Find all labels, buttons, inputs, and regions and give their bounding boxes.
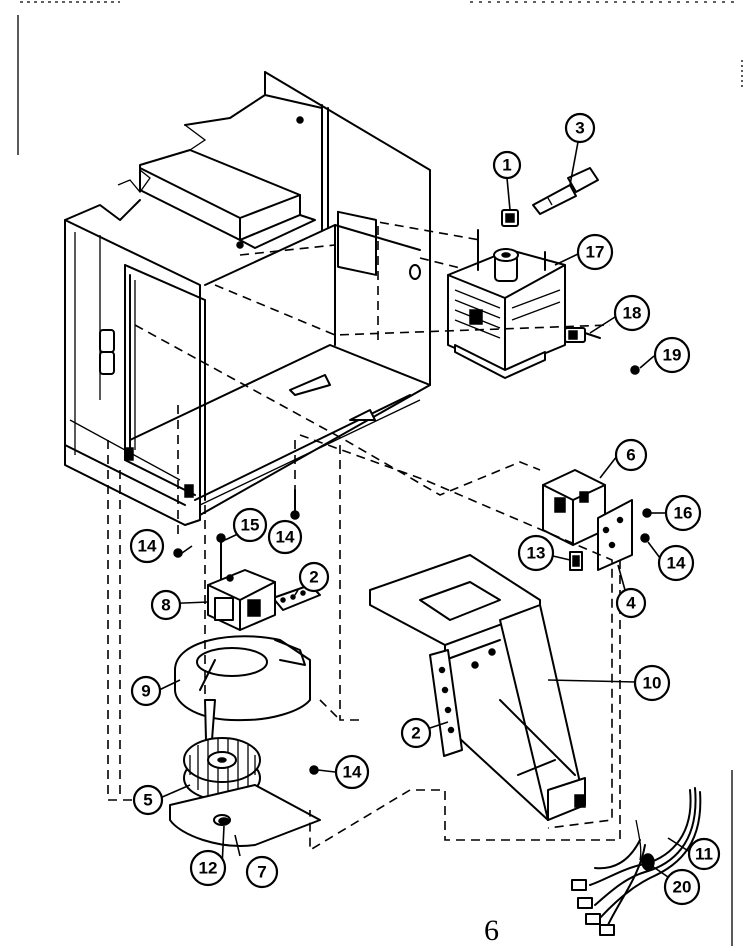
callout-label-10: 10	[643, 674, 662, 693]
callout-14-right: 14	[657, 544, 695, 582]
callout-label-19: 19	[663, 346, 682, 365]
part-18-thermal-cutout	[564, 327, 601, 343]
part-7-base-plate	[169, 784, 321, 847]
callout-11: 11	[687, 837, 721, 871]
callout-6: 6	[614, 438, 648, 472]
callout-5: 5	[132, 784, 164, 816]
callout-20: 20	[663, 868, 701, 906]
part-9-blower-housing	[174, 635, 311, 741]
part-19-screw	[630, 365, 640, 375]
callout-14-left: 14	[129, 528, 165, 564]
callout-label-14-right: 14	[667, 554, 686, 573]
part-17-magnetron	[447, 229, 566, 379]
callout-18: 18	[613, 294, 651, 332]
part-4-pcb	[597, 499, 633, 571]
callout-9: 9	[130, 675, 162, 707]
callout-label-20: 20	[673, 878, 692, 897]
callout-label-6: 6	[626, 446, 635, 465]
scan-edge-marks	[17, 1, 743, 946]
callout-16: 16	[664, 494, 702, 532]
callout-label-15: 15	[241, 516, 260, 535]
part-1-clip	[501, 209, 519, 227]
callout-label-5: 5	[143, 791, 152, 810]
callout-label-4: 4	[626, 594, 636, 613]
callout-label-14-lower: 14	[343, 763, 362, 782]
callout-14-center: 14	[267, 519, 303, 555]
callout-label-14-left: 14	[138, 537, 157, 556]
part-15-screw	[216, 533, 226, 581]
callout-label-18: 18	[623, 304, 642, 323]
callout-8: 8	[150, 589, 182, 621]
callout-label-9: 9	[141, 682, 150, 701]
callout-3: 3	[564, 112, 596, 144]
screws-right	[640, 508, 652, 543]
callout-2-lower: 2	[400, 717, 432, 749]
callout-14-lower: 14	[334, 754, 370, 790]
part-3-connector	[532, 167, 599, 215]
callout-label-2-upper: 2	[309, 568, 318, 587]
callout-4: 4	[615, 587, 647, 619]
callout-7: 7	[245, 855, 279, 889]
callout-15: 15	[232, 507, 268, 543]
callout-10: 10	[633, 664, 671, 702]
callout-label-13: 13	[527, 544, 546, 563]
callout-label-17: 17	[586, 243, 605, 262]
callout-13: 13	[517, 534, 555, 572]
chassis-frame	[64, 71, 431, 526]
callout-label-8: 8	[161, 596, 170, 615]
part-13-clip	[569, 551, 583, 571]
callout-label-11: 11	[695, 845, 713, 864]
callout-label-7: 7	[257, 863, 266, 882]
callout-label-3: 3	[575, 119, 584, 138]
callout-1: 1	[492, 150, 522, 180]
callout-label-12: 12	[199, 859, 218, 878]
part-2-bar-left	[272, 584, 321, 611]
callout-label-2-lower: 2	[411, 724, 420, 743]
part-2-bar-right	[429, 649, 463, 757]
part-12-washer	[218, 817, 230, 825]
part-10-duct	[369, 554, 586, 821]
callout-2-upper: 2	[298, 561, 330, 593]
page-mark: 6	[484, 914, 499, 946]
part-8-fan-motor	[207, 569, 276, 631]
callout-17: 17	[576, 233, 614, 271]
part-11-wire-harness	[571, 787, 702, 936]
callout-label-16: 16	[674, 504, 693, 523]
callout-19: 19	[653, 336, 691, 374]
callout-label-1: 1	[502, 156, 511, 175]
callout-label-14-center: 14	[276, 528, 295, 547]
callout-12: 12	[189, 849, 227, 887]
